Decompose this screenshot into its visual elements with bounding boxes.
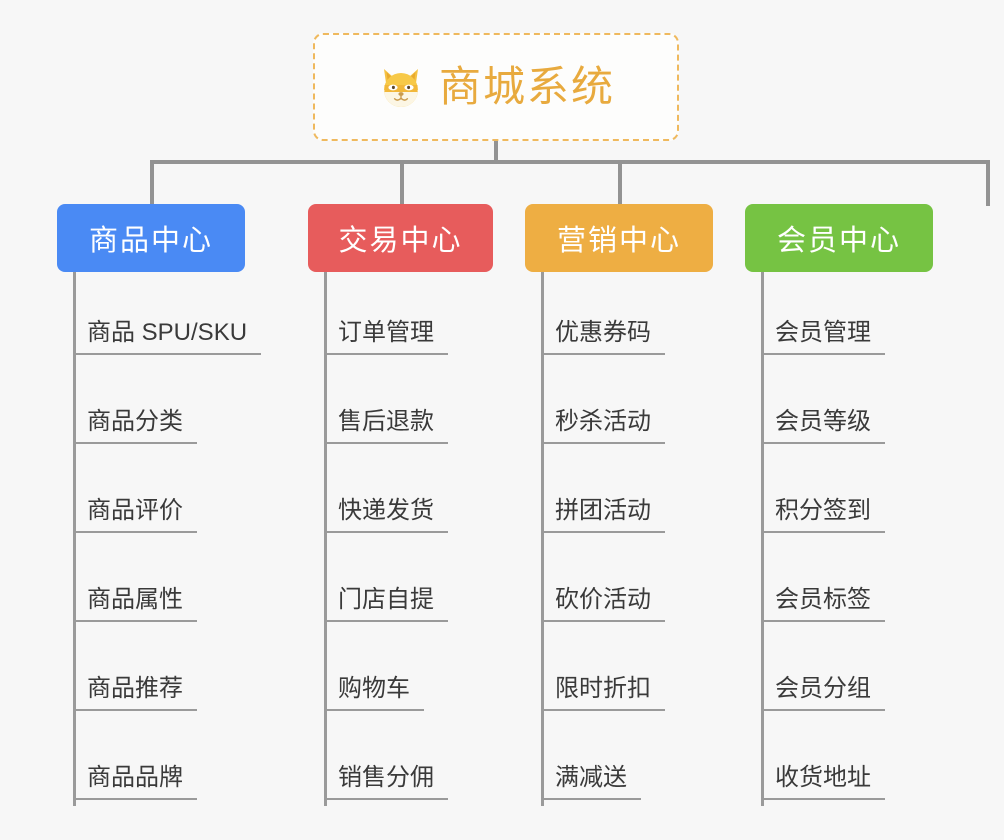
leaf-item[interactable]: 收货地址	[745, 717, 933, 806]
leaf-label: 快递发货	[324, 497, 448, 533]
leaf-label: 收货地址	[761, 764, 885, 800]
leaf-item[interactable]: 商品属性	[57, 539, 261, 628]
root-connector-bar	[150, 160, 990, 164]
leaf-item[interactable]: 积分签到	[745, 450, 933, 539]
branch-spine	[761, 272, 764, 806]
category-header-label: 交易中心	[338, 225, 463, 257]
leaf-label: 优惠券码	[541, 319, 665, 355]
category-column-member: 会员中心 会员管理 会员等级 积分签到 会员标签 会员分组 收货地址	[745, 204, 933, 806]
leaf-item[interactable]: 订单管理	[308, 272, 493, 361]
branch-product: 商品 SPU/SKU 商品分类 商品评价 商品属性 商品推荐 商品品牌	[57, 272, 262, 806]
category-header-label: 营销中心	[556, 225, 681, 257]
category-header-label: 商品中心	[88, 225, 213, 257]
leaf-label: 商品属性	[73, 586, 197, 622]
connector-drop-1	[400, 160, 404, 206]
leaf-label: 积分签到	[761, 497, 885, 533]
leaf-item[interactable]: 会员标签	[745, 539, 933, 628]
leaf-label: 秒杀活动	[541, 408, 665, 444]
leaf-item[interactable]: 会员等级	[745, 361, 933, 450]
branch-marketing: 优惠券码 秒杀活动 拼团活动 砍价活动 限时折扣 满减送	[525, 272, 713, 806]
leaf-label: 限时折扣	[541, 675, 665, 711]
leaf-item[interactable]: 限时折扣	[525, 628, 713, 717]
leaf-item[interactable]: 销售分佣	[308, 717, 493, 806]
branch-spine	[541, 272, 544, 806]
category-header-label: 会员中心	[776, 225, 901, 257]
leaf-item[interactable]: 门店自提	[308, 539, 493, 628]
leaf-item[interactable]: 拼团活动	[525, 450, 713, 539]
leaf-label: 销售分佣	[324, 764, 448, 800]
leaf-label: 拼团活动	[541, 497, 665, 533]
leaf-label: 砍价活动	[541, 586, 665, 622]
leaf-label: 会员标签	[761, 586, 885, 622]
branch-member: 会员管理 会员等级 积分签到 会员标签 会员分组 收货地址	[745, 272, 933, 806]
leaf-label: 商品品牌	[73, 764, 197, 800]
leaf-label: 会员管理	[761, 319, 885, 355]
leaf-item[interactable]: 购物车	[308, 628, 493, 717]
category-header-product[interactable]: 商品中心	[57, 204, 245, 272]
leaf-label: 售后退款	[324, 408, 448, 444]
leaf-item[interactable]: 满减送	[525, 717, 713, 806]
leaf-label: 订单管理	[324, 319, 448, 355]
root-connector-stem	[494, 141, 498, 163]
category-column-trade: 交易中心 订单管理 售后退款 快递发货 门店自提 购物车 销售分佣	[308, 204, 493, 806]
leaf-item[interactable]: 快递发货	[308, 450, 493, 539]
shiba-dog-face-icon	[377, 63, 425, 111]
leaf-label: 门店自提	[324, 586, 448, 622]
leaf-label: 会员分组	[761, 675, 885, 711]
branch-spine	[73, 272, 76, 806]
leaf-item[interactable]: 秒杀活动	[525, 361, 713, 450]
leaf-item[interactable]: 售后退款	[308, 361, 493, 450]
category-header-marketing[interactable]: 营销中心	[525, 204, 713, 272]
category-column-marketing: 营销中心 优惠券码 秒杀活动 拼团活动 砍价活动 限时折扣 满减送	[525, 204, 713, 806]
category-header-member[interactable]: 会员中心	[745, 204, 933, 272]
connector-drop-2	[618, 160, 622, 206]
leaf-item[interactable]: 砍价活动	[525, 539, 713, 628]
leaf-item[interactable]: 商品品牌	[57, 717, 261, 806]
connector-drop-3	[986, 160, 990, 206]
leaf-item[interactable]: 会员管理	[745, 272, 933, 361]
leaf-label: 商品 SPU/SKU	[73, 319, 262, 355]
leaf-label: 购物车	[324, 675, 424, 711]
branch-trade: 订单管理 售后退款 快递发货 门店自提 购物车 销售分佣	[308, 272, 493, 806]
leaf-label: 商品推荐	[73, 675, 197, 711]
root-node[interactable]: 商城系统	[313, 33, 679, 141]
leaf-item[interactable]: 商品推荐	[57, 628, 261, 717]
leaf-item[interactable]: 会员分组	[745, 628, 933, 717]
leaf-label: 会员等级	[761, 408, 885, 444]
leaf-item[interactable]: 优惠券码	[525, 272, 713, 361]
leaf-item[interactable]: 商品评价	[57, 450, 261, 539]
leaf-label: 商品评价	[73, 497, 197, 533]
leaf-label: 满减送	[541, 764, 641, 800]
category-column-product: 商品中心 商品 SPU/SKU 商品分类 商品评价 商品属性 商品推荐 商品品牌	[57, 204, 262, 806]
category-header-trade[interactable]: 交易中心	[308, 204, 493, 272]
leaf-item[interactable]: 商品分类	[57, 361, 261, 450]
root-title: 商城系统	[438, 63, 615, 110]
leaf-item[interactable]: 商品 SPU/SKU	[57, 272, 262, 361]
connector-drop-0	[150, 160, 154, 206]
branch-spine	[324, 272, 327, 806]
leaf-label: 商品分类	[73, 408, 197, 444]
